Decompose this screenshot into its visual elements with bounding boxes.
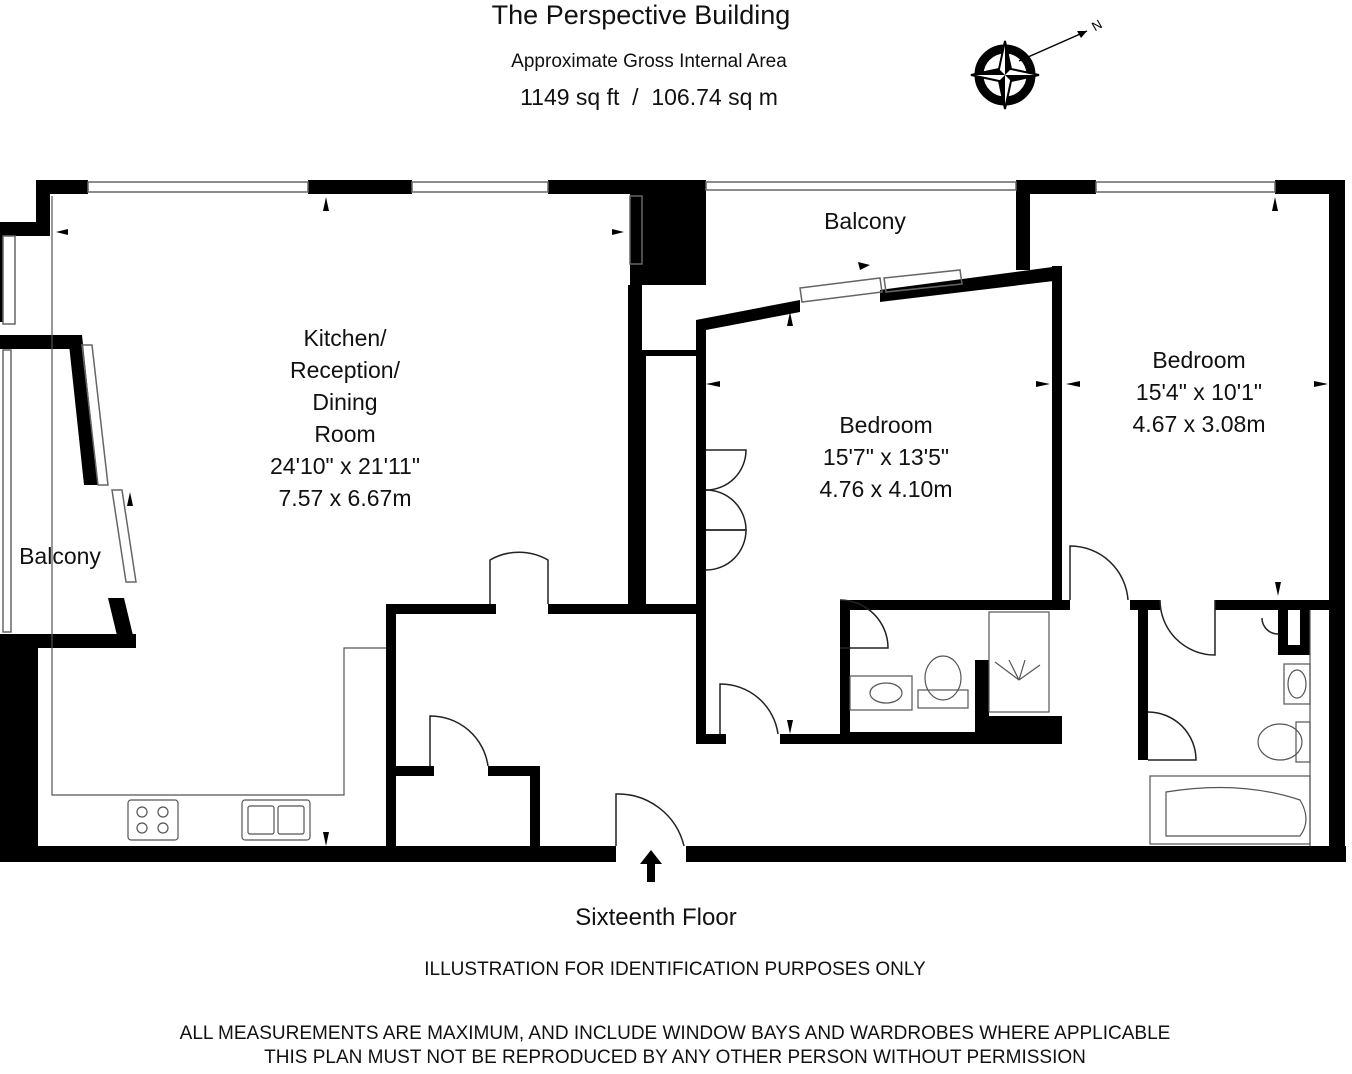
kitchen-name-line-3: Dining xyxy=(312,389,378,415)
bedroom-2-imperial-size: 15'4" x 10'1" xyxy=(1135,379,1263,405)
disclaimer-measurements: ALL MEASUREMENTS ARE MAXIMUM, AND INCLUD… xyxy=(179,1023,1171,1044)
bathroom-fixtures xyxy=(1149,610,1311,846)
kitchen-imperial-size: 24'10" x 21'11" xyxy=(269,453,421,479)
balcony-top-name: Balcony xyxy=(824,208,906,234)
compass-north-label: N xyxy=(1089,16,1105,34)
disclaimer-identification: ILLUSTRATION FOR IDENTIFICATION PURPOSES… xyxy=(424,959,926,980)
bedroom-1-imperial-size: 15'7" x 13'5" xyxy=(822,444,950,470)
kitchen-name-line-1: Kitchen/ xyxy=(303,325,387,351)
kitchen-name-line-4: Room xyxy=(314,421,376,447)
bedroom-1-name: Bedroom xyxy=(839,412,933,438)
plan-title: The Perspective Building xyxy=(491,0,791,30)
kitchen-metric-size: 7.57 x 6.67m xyxy=(278,485,412,511)
walls xyxy=(0,180,1346,862)
windows xyxy=(2,181,1276,633)
entrance-arrow-icon xyxy=(640,850,662,882)
kitchen-name-line-2: Reception/ xyxy=(290,357,400,383)
compass-north-icon xyxy=(970,30,1088,110)
window-markers xyxy=(56,197,1328,846)
gross-area: 1149 sq ft / 106.74 sq m xyxy=(520,84,778,110)
bedroom-1-label: Bedroom 15'7" x 13'5" 4.76 x 4.10m xyxy=(820,409,953,505)
bedroom-2-label: Bedroom 15'4" x 10'1" 4.67 x 3.08m xyxy=(1133,344,1266,440)
doors xyxy=(429,449,1279,847)
kitchen-label: Kitchen/ Reception/ Dining Room 24'10" x… xyxy=(270,322,420,514)
bedroom-2-metric-size: 4.67 x 3.08m xyxy=(1132,411,1266,437)
bedroom-1-metric-size: 4.76 x 4.10m xyxy=(819,476,953,502)
disclaimer-reproduction: THIS PLAN MUST NOT BE REPRODUCED BY ANY … xyxy=(264,1047,1086,1068)
balcony-top-label: Balcony xyxy=(824,205,906,237)
bedroom-2-name: Bedroom xyxy=(1152,347,1246,373)
ensuite-fixtures xyxy=(849,611,1050,713)
balcony-left-label: Balcony xyxy=(19,540,101,572)
area-subtitle: Approximate Gross Internal Area xyxy=(511,51,787,72)
kitchen-fixtures xyxy=(51,196,386,841)
floor-label: Sixteenth Floor xyxy=(575,904,737,931)
balcony-left-name: Balcony xyxy=(19,543,101,569)
